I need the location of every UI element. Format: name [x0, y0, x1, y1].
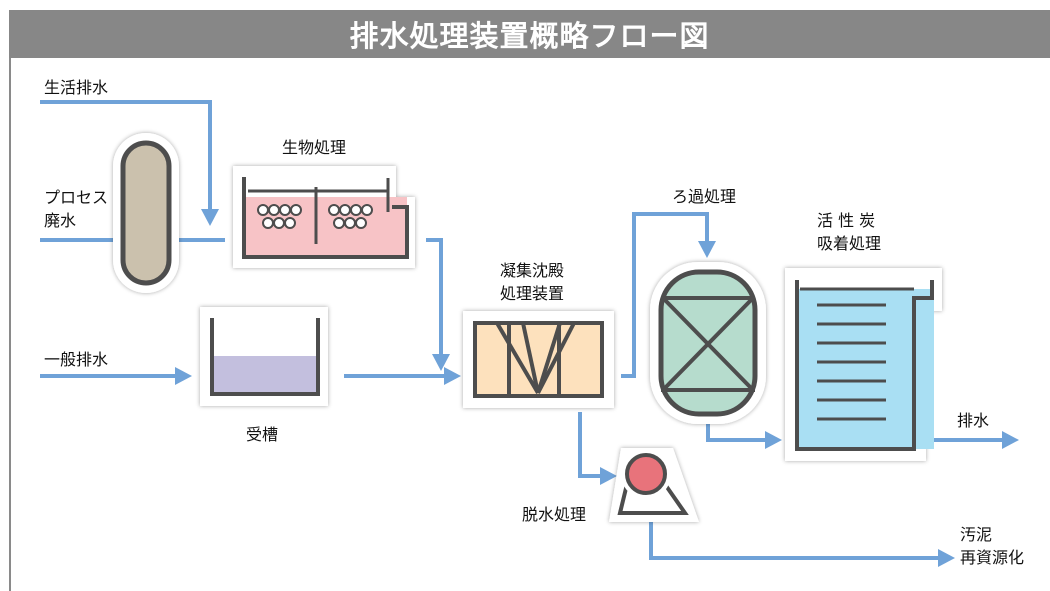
filter-vessel — [650, 262, 766, 424]
page-title: 排水処理装置概略フロー図 — [9, 10, 1050, 58]
label-domestic-wastewater: 生活排水 — [44, 78, 109, 97]
label-biological-treatment: 生物処理 — [282, 138, 347, 157]
label-process-2: 廃水 — [44, 211, 77, 230]
label-dewatering: 脱水処理 — [522, 505, 587, 524]
line-filter-to-carbon — [706, 418, 766, 442]
frame-border — [9, 58, 11, 591]
bio-tank — [233, 166, 415, 268]
label-filtration: ろ過処理 — [672, 187, 737, 206]
aeration-media-left — [257, 204, 302, 229]
column-tank — [113, 133, 179, 293]
arrow-coag-in — [444, 367, 461, 385]
arrow-carbon-in — [765, 431, 782, 449]
arrow-sludge — [938, 549, 955, 567]
receiving-tank — [200, 307, 328, 406]
line-domestic — [40, 100, 212, 210]
arrow-discharge — [1002, 431, 1019, 449]
label-process-1: プロセス — [44, 188, 109, 207]
arrow-filter-in — [698, 241, 716, 258]
label-receiving-tank: 受槽 — [246, 425, 279, 444]
label-general-wastewater: 一般排水 — [44, 350, 109, 369]
arrow-general — [175, 367, 192, 385]
label-carbon-2: 吸着処理 — [817, 234, 882, 253]
line-coag-to-filter — [621, 212, 709, 378]
label-sludge-1: 汚泥 — [960, 525, 993, 544]
line-dewater-to-sludge — [649, 522, 939, 560]
dewater-pump — [609, 448, 699, 522]
label-coagulation-1: 凝集沈殿 — [500, 261, 565, 280]
arrow-domestic — [201, 209, 219, 226]
arrow-dewater-in — [600, 467, 617, 485]
carbon-tank — [785, 268, 942, 461]
arrow-bio-to-coag — [432, 354, 450, 371]
coagulation-tank — [463, 311, 614, 408]
line-bio-to-coag — [426, 238, 443, 355]
aeration-media-right — [328, 204, 373, 229]
label-discharge: 排水 — [957, 411, 990, 430]
label-sludge-2: 再資源化 — [960, 548, 1025, 567]
label-coagulation-2: 処理装置 — [500, 284, 565, 303]
line-coag-to-dewater — [578, 412, 601, 478]
label-carbon-1: 活 性 炭 — [817, 211, 876, 230]
